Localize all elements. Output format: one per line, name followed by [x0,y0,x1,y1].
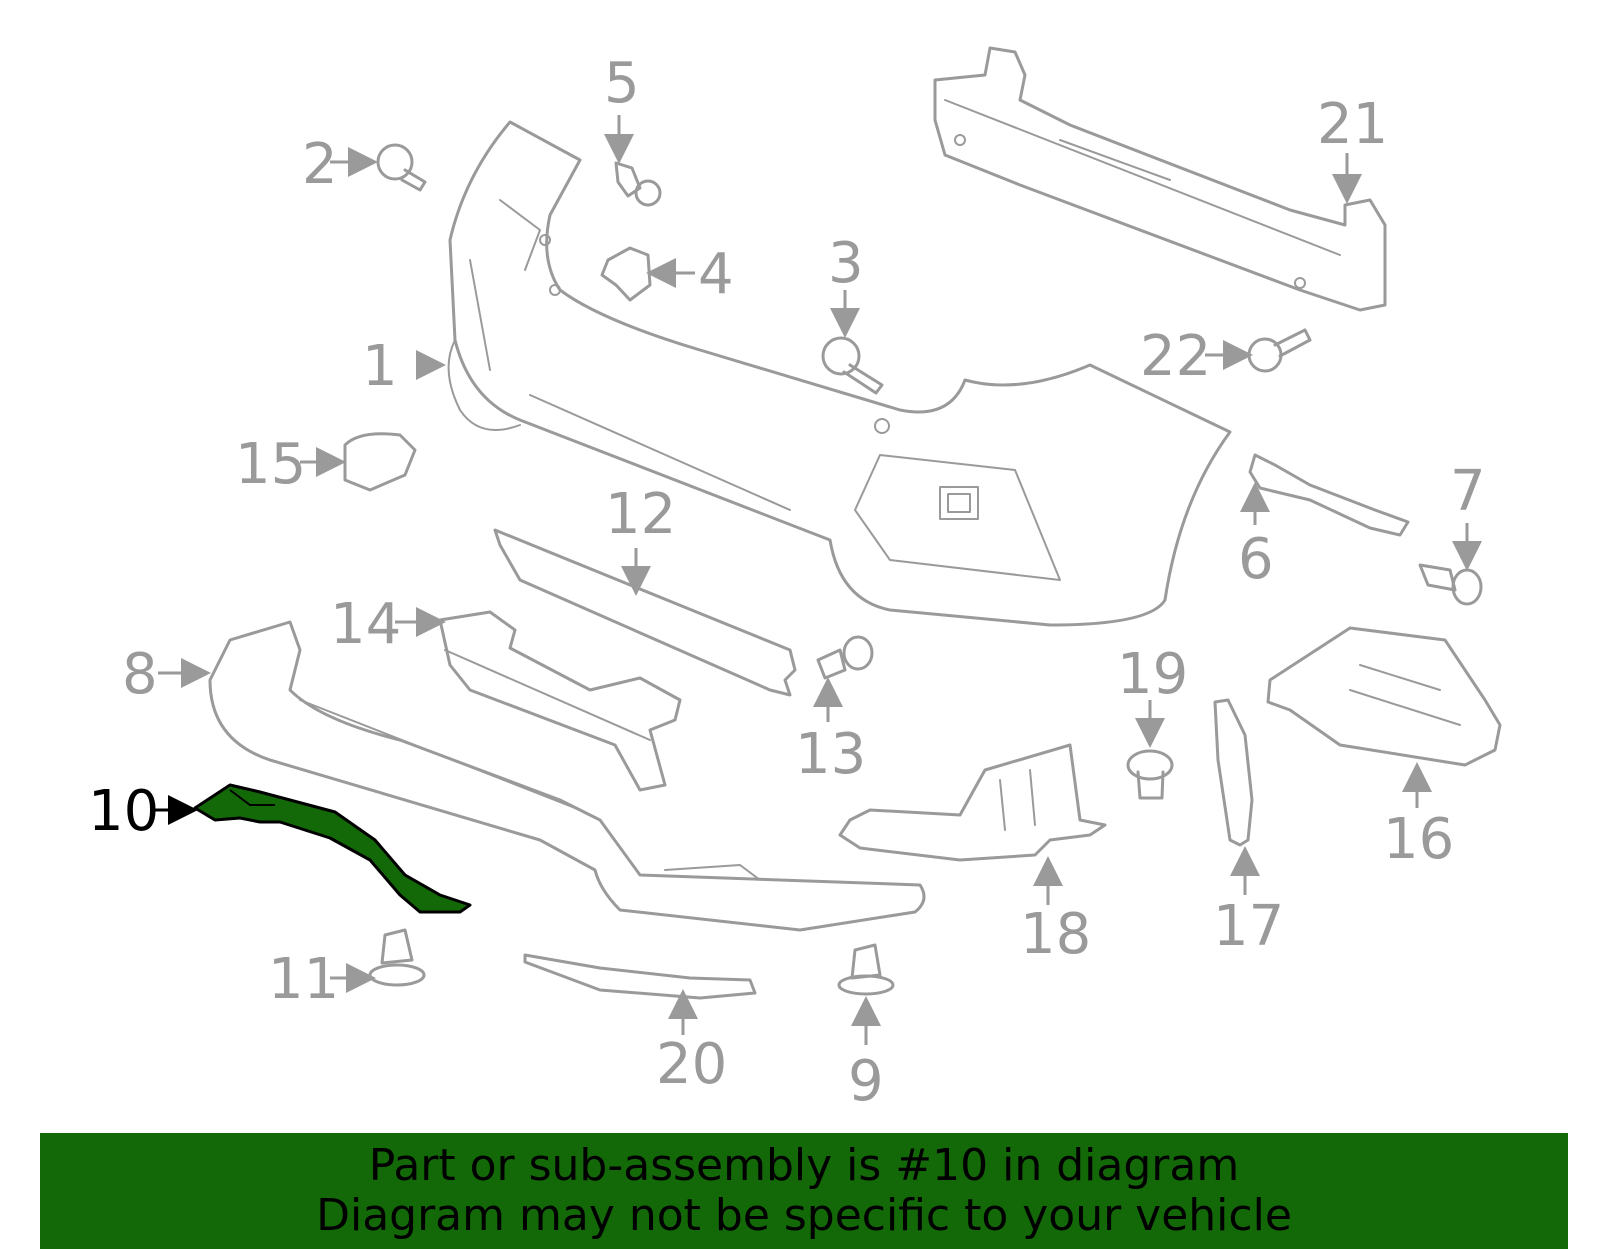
callout-8: 8 [122,642,158,707]
part-1-bumper-cover [447,120,1232,627]
part-22-bolt [1247,328,1312,373]
part-16-grille-cover [1266,626,1502,767]
callout-12: 12 [605,482,676,547]
callout-13: 13 [795,722,866,787]
part-21-reinforcement [933,46,1387,312]
callout-2: 2 [302,132,338,197]
callout-labels: 1 2 3 4 5 6 7 8 9 10 11 12 13 14 15 16 1… [88,51,1486,1114]
callout-16: 16 [1383,807,1454,872]
callout-3: 3 [828,231,864,296]
part-9-clip [837,943,895,996]
callout-15: 15 [235,432,306,497]
part-19-clip [1126,749,1174,800]
callout-1: 1 [362,334,398,399]
callout-14: 14 [330,592,401,657]
part-15-cover [343,432,417,492]
part-7-screw [1418,563,1483,606]
callout-arrows [152,115,1482,1045]
callout-20: 20 [656,1032,727,1097]
callout-19: 19 [1117,642,1188,707]
part-12-absorber-strip [493,528,797,697]
banner-line-2: Diagram may not be specific to your vehi… [316,1190,1292,1241]
callout-18: 18 [1020,902,1091,967]
callout-7: 7 [1450,459,1486,524]
part-14-bracket [438,610,682,792]
part-10-highlighted-bracket [193,783,472,914]
callout-17: 17 [1213,894,1284,959]
part-2-clip [376,143,427,192]
part-17-reflector [1213,698,1254,847]
callout-6: 6 [1238,527,1274,592]
part-8-lower-garnish [208,620,926,932]
callout-4: 4 [698,242,734,307]
part-11-clip [368,928,426,987]
callout-11: 11 [268,947,339,1012]
part-4-retainer [600,246,652,302]
callout-5: 5 [604,51,640,116]
part-6-bracket [1248,453,1410,537]
part-5-screw [614,161,662,207]
banner-line-1: Part or sub-assembly is #10 in diagram [368,1140,1240,1191]
info-banner: Part or sub-assembly is #10 in diagram D… [40,1133,1568,1249]
callout-21: 21 [1317,92,1388,157]
part-20-molding [523,953,757,1000]
callout-10: 10 [88,779,159,844]
part-13-screw [816,635,874,680]
part-18-splash-guard [838,743,1107,862]
callout-22: 22 [1140,324,1211,389]
callout-9: 9 [848,1049,884,1114]
part-3-bolt [821,336,884,395]
